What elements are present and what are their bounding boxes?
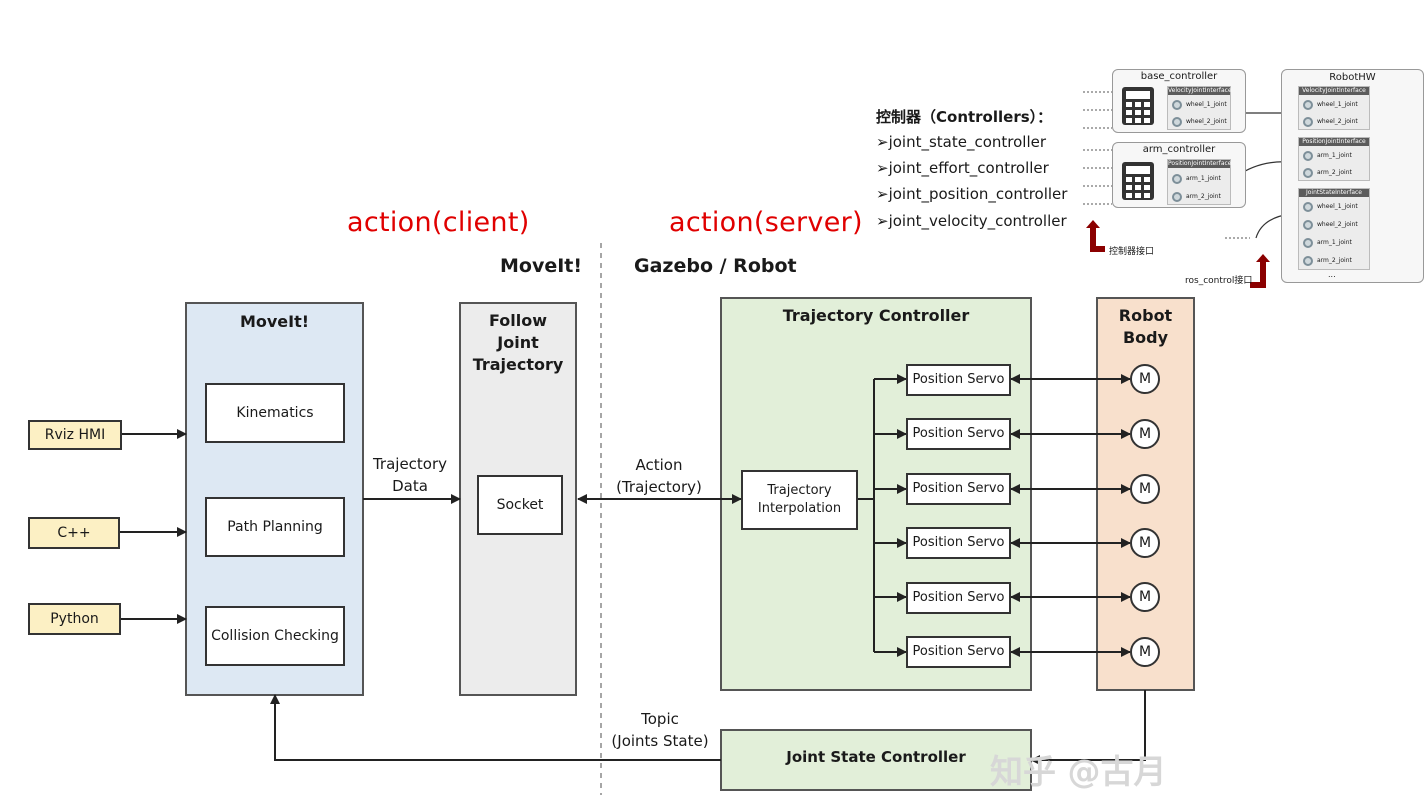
action-trajectory-label: Action (Trajectory) — [616, 456, 702, 496]
arm-controller-block: arm_controller PositionJointInterface ar… — [1112, 142, 1246, 208]
robothw-jointstate-interface: JointStateInterface wheel_1_joint wheel_… — [1298, 188, 1370, 270]
arrow-robot-to-jsc — [1030, 690, 1146, 765]
motor-6: M — [1130, 637, 1160, 667]
python-box: Python — [28, 603, 121, 635]
controller-iface-arrow — [1086, 220, 1105, 252]
base-controller-block: base_controller VelocityJointInterface w… — [1112, 69, 1246, 133]
collision-checking-box: Collision Checking — [205, 606, 345, 666]
trajectory-data-label: Trajectory Data — [372, 455, 448, 495]
position-servo-6: Position Servo — [906, 636, 1011, 668]
arm-gear-icon — [1303, 238, 1313, 248]
inset-item-2: ➢joint_effort_controller — [876, 159, 1049, 177]
arm-gear-icon — [1172, 174, 1182, 184]
joint-state-controller-label: Joint State Controller — [786, 748, 966, 766]
zhihu-watermark: 知乎 @古月 — [990, 752, 1167, 791]
position-servo-1: Position Servo — [906, 364, 1011, 396]
position-servo-5: Position Servo — [906, 582, 1011, 614]
inset-item-4: ➢joint_velocity_controller — [876, 212, 1067, 230]
motor-2: M — [1130, 419, 1160, 449]
arm-gear-icon — [1303, 151, 1313, 161]
wheel-gear-icon — [1303, 117, 1313, 127]
socket-box: Socket — [477, 475, 563, 535]
position-servo-3: Position Servo — [906, 473, 1011, 505]
arrow-jsc-to-moveit — [270, 694, 721, 761]
wheel-gear-icon — [1303, 220, 1313, 230]
position-servo-4: Position Servo — [906, 527, 1011, 559]
wheel-gear-icon — [1303, 202, 1313, 212]
trajectory-controller-title: Trajectory Controller — [782, 306, 970, 325]
inset-item-1: ➢joint_state_controller — [876, 133, 1047, 151]
gazebo-section-header: Gazebo / Robot — [634, 255, 797, 277]
rviz-hmi-box: Rviz HMI — [28, 420, 122, 450]
path-planning-box: Path Planning — [205, 497, 345, 557]
inset-controllers-title: 控制器（Controllers）： — [876, 108, 1053, 126]
kinematics-box: Kinematics — [205, 383, 345, 443]
wheel-gear-icon — [1172, 100, 1182, 110]
action-server-label: action(server) — [669, 207, 863, 238]
calculator-icon — [1122, 87, 1154, 125]
controller-iface-label: 控制器接口 — [1109, 247, 1155, 257]
robot-body-title: Robot Body — [1118, 306, 1173, 347]
trajectory-interpolation-box: Trajectory Interpolation — [741, 470, 858, 530]
follow-panel-title: Follow Joint Trajectory — [472, 311, 564, 374]
ros-control-iface-label: ros_control接口 — [1185, 276, 1253, 286]
robothw-block: RobotHW VelocityJointInterface wheel_1_j… — [1281, 69, 1424, 283]
arm-gear-icon — [1303, 168, 1313, 178]
calculator-icon — [1122, 162, 1154, 200]
ros-control-iface-arrow — [1250, 254, 1270, 288]
action-client-label: action(client) — [347, 207, 530, 238]
moveit-panel-title: MoveIt! — [239, 312, 310, 331]
robothw-more: ... — [1328, 270, 1336, 279]
topic-label: Topic (Joints State) — [611, 710, 709, 750]
motor-1: M — [1130, 364, 1160, 394]
joint-state-controller-bg — [720, 729, 1032, 791]
wheel-gear-icon — [1303, 100, 1313, 110]
arm-position-interface: PositionJointInterface arm_1_joint arm_2… — [1167, 159, 1232, 205]
motor-4: M — [1130, 528, 1160, 558]
arm-gear-icon — [1172, 192, 1182, 202]
arm-gear-icon — [1303, 256, 1313, 266]
inset-item-3: ➢joint_position_controller — [876, 185, 1068, 203]
robothw-position-interface: PositionJointInterface arm_1_joint arm_2… — [1298, 137, 1370, 181]
base-velocity-interface: VelocityJointInterface wheel_1_joint whe… — [1167, 86, 1232, 130]
position-servo-2: Position Servo — [906, 418, 1011, 450]
robothw-velocity-interface: VelocityJointInterface wheel_1_joint whe… — [1298, 86, 1370, 130]
wheel-gear-icon — [1172, 117, 1182, 127]
motor-3: M — [1130, 474, 1160, 504]
moveit-section-header: MoveIt! — [500, 255, 583, 277]
cpp-box: C++ — [28, 517, 120, 549]
motor-5: M — [1130, 582, 1160, 612]
